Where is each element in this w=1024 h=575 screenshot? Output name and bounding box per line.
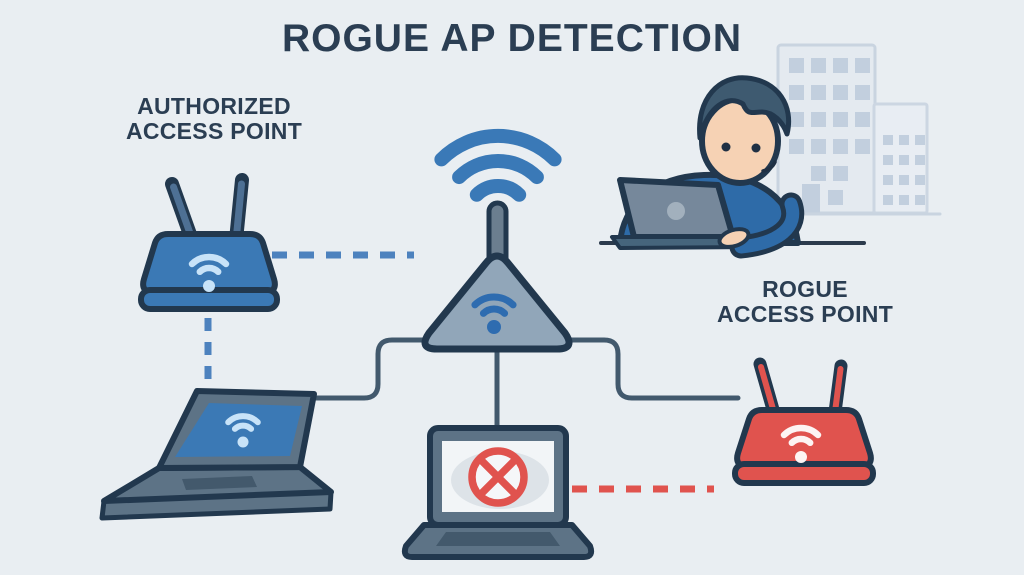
router-base	[138, 287, 280, 312]
detector-triangle	[421, 252, 573, 353]
rogue-ap-label-line1: ROGUE	[762, 276, 848, 302]
authorized-router-illustration	[138, 173, 280, 312]
laptop-keyboard	[436, 532, 560, 546]
person-hand	[717, 227, 751, 249]
wifi-icon	[780, 424, 822, 447]
detector-client-link	[313, 337, 434, 401]
analyst-person-illustration	[599, 75, 866, 259]
wifi-icon	[471, 293, 517, 317]
wifi-signal-icon	[434, 129, 562, 202]
laptop-screen	[175, 403, 302, 457]
rogue-ap-label: ROGUE ACCESS POINT	[699, 277, 911, 327]
laptop-touchpad	[182, 476, 257, 490]
router-antennas	[165, 173, 249, 247]
buildings-illustration	[753, 43, 942, 216]
rogue-ap-label-line2: ACCESS POINT	[716, 301, 894, 327]
client-laptop-illustration	[99, 388, 334, 521]
authorized-ap-label: AUTHORIZED ACCESS POINT	[108, 94, 320, 144]
blocked-icon	[468, 447, 528, 507]
page-title: ROGUE AP DETECTION	[281, 17, 743, 60]
blocked-laptop-illustration	[401, 425, 595, 560]
wifi-icon	[225, 413, 261, 432]
router-base	[732, 461, 876, 486]
authorized-ap-label-line1: AUTHORIZED	[137, 93, 291, 119]
person-eye-right	[751, 143, 761, 153]
detector-rogue-link	[560, 337, 741, 401]
authorized-ap-label-line2: ACCESS POINT	[125, 118, 303, 144]
laptop-logo-dot	[667, 202, 685, 220]
person-mouth	[761, 160, 777, 173]
rogue-router-illustration	[732, 357, 876, 486]
person-hair	[697, 75, 792, 141]
person-eye-left	[721, 142, 731, 152]
wifi-icon	[188, 253, 230, 276]
